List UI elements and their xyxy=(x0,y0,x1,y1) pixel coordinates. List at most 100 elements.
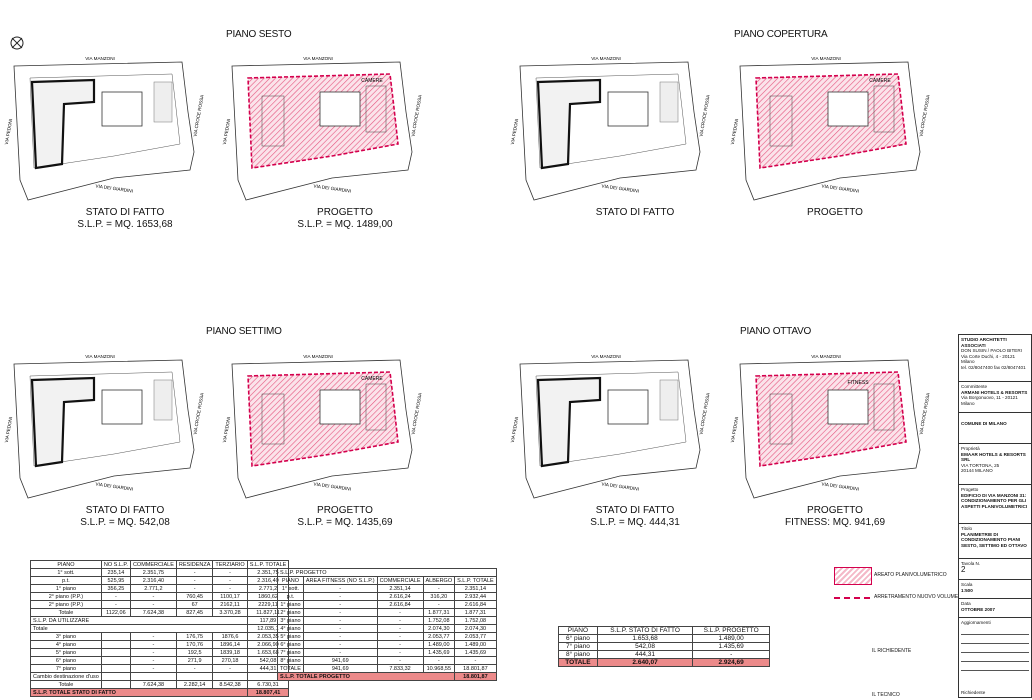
tb-owner: Proprietà EMAAR HOTELS & RESORTS SRL VIA… xyxy=(959,444,1031,485)
t1b-cell xyxy=(100,680,131,689)
t1-cell: 2162,11 xyxy=(212,600,248,609)
room-label-camere: CAMERE xyxy=(361,78,383,84)
t1-cell: - xyxy=(100,592,131,601)
t3-cell: 8° piano xyxy=(558,650,598,659)
tb-scale: Scala 1:500 xyxy=(959,580,1031,599)
t2-cell: 10.968,55 xyxy=(422,664,456,673)
t1b-cell: - xyxy=(129,632,177,641)
t1b-cell xyxy=(100,672,131,681)
t1b-cell xyxy=(100,640,131,649)
t2-header-0: PIANO xyxy=(277,576,304,585)
street-label-north: VIA MANZONI xyxy=(85,354,115,359)
t2-cell: - xyxy=(302,648,378,657)
t1b-cell xyxy=(212,672,248,681)
t2-cell: 941,69 xyxy=(302,656,378,665)
t2-cell: 1° sott. xyxy=(277,584,304,593)
t1b-cell: - xyxy=(129,640,177,649)
section-title-sesto: PIANO SESTO xyxy=(226,29,292,40)
tb-updates: Aggiornamenti xyxy=(959,618,1031,682)
street-label-south: VIA DEI GIARDINI xyxy=(601,183,639,193)
street-label-east: VIA CROCE ROSSA xyxy=(698,94,710,138)
t1-total-value: 18.807,41 xyxy=(246,688,290,697)
street-label-east: VIA CROCE ROSSA xyxy=(192,94,204,138)
section-title-ottavo: PIANO OTTAVO xyxy=(740,326,812,337)
tb-client: Committente ARMANI HOTELS & RESORTS Via … xyxy=(959,382,1031,413)
street-label-west: VIA PEDONI xyxy=(4,416,13,443)
t1-cell: 2.771,2 xyxy=(129,584,177,593)
t2-cell: - xyxy=(376,656,424,665)
t1b-cell xyxy=(175,672,214,681)
t1-cell: Totale xyxy=(30,608,102,617)
t2-cell: 7.833,32 xyxy=(376,664,424,673)
t2-cell: 2.616,84 xyxy=(454,600,497,609)
t3-cell: 6° piano xyxy=(558,634,598,643)
t1b-cell xyxy=(100,664,131,673)
street-label-east: VIA CROCE ROSSA xyxy=(410,392,422,436)
street-label-west: VIA PEDONI xyxy=(510,416,519,443)
street-label-east: VIA CROCE ROSSA xyxy=(192,392,204,436)
t1b-cell: 192,5 xyxy=(175,648,214,657)
t1-total-label: S.L.P. TOTALE STATO DI FATTO xyxy=(30,688,248,697)
plan-settimo-stato-di-fatto: VIA MANZONI VIA PEDONI VIA CROCE ROSSA VIA … xyxy=(4,350,214,500)
t2-cell: p.t. xyxy=(277,592,304,601)
street-label-west: VIA PEDONI xyxy=(222,416,231,443)
t2-cell: - xyxy=(302,584,378,593)
t1-cell: 2° piano (P.P.) xyxy=(30,592,102,601)
street-label-north: VIA MANZONI xyxy=(303,56,333,61)
t2-header-1: AREA FITNESS (NO S.L.P.) xyxy=(302,576,378,585)
t1-cell: - xyxy=(129,600,177,609)
street-label-west: VIA PEDONI xyxy=(510,118,519,145)
t2-cell: 4° piano xyxy=(277,624,304,633)
t2-total-value: 18.801,87 xyxy=(454,672,497,681)
t2-cell: 1.489,00 xyxy=(422,640,456,649)
t1b-cell: 5° piano xyxy=(30,648,102,657)
t2-cell: - xyxy=(302,600,378,609)
t1-cell: 7.624,38 xyxy=(129,608,177,617)
t2-cell: 18.801,87 xyxy=(454,664,497,673)
t1b-cell xyxy=(100,632,131,641)
t1b-cell: 170,76 xyxy=(175,640,214,649)
t3-cell: 542,08 xyxy=(596,642,694,651)
street-label-north: VIA MANZONI xyxy=(85,56,115,61)
t2-header-3: ALBERGO xyxy=(422,576,456,585)
t2-cell: 5° piano xyxy=(277,632,304,641)
t1-cell: - xyxy=(175,584,214,593)
t1-header-1: NO S.L.P. xyxy=(100,560,131,569)
street-label-south: VIA DEI GIARDINI xyxy=(95,481,133,491)
t1-cell: - xyxy=(100,600,131,609)
street-label-west: VIA PEDONI xyxy=(222,118,231,145)
t2-cell: - xyxy=(376,632,424,641)
t2-cell: - xyxy=(376,648,424,657)
t1-cell: 1100,17 xyxy=(212,592,248,601)
t2-cell: - xyxy=(376,624,424,633)
legend-item-2: ARRETRAMENTO NUOVO VOLUME xyxy=(874,594,959,600)
t1-cell: - xyxy=(212,584,248,593)
tb-date: Data OTTOBRE 2007 xyxy=(959,599,1031,618)
t2-cell: 2.932,44 xyxy=(454,592,497,601)
t2-cell: - xyxy=(376,608,424,617)
t1b-cell: - xyxy=(129,664,177,673)
t2-cell: 2.074,30 xyxy=(422,624,456,633)
t2-cell: 1.435,69 xyxy=(422,648,456,657)
title-block: STUDIO ARCHITETTI ASSOCIATI DON SUSIN / … xyxy=(958,334,1032,698)
t2-total-label: S.L.P. TOTALE PROGETTO xyxy=(276,672,456,681)
tb-tav: Tavola N. 2 xyxy=(959,559,1031,580)
t2-cell: 1.752,08 xyxy=(422,616,456,625)
t2-cell: TOTALE xyxy=(277,664,304,673)
section-title-settimo: PIANO SETTIMO xyxy=(206,326,282,337)
t2-cell: 2° piano xyxy=(277,608,304,617)
